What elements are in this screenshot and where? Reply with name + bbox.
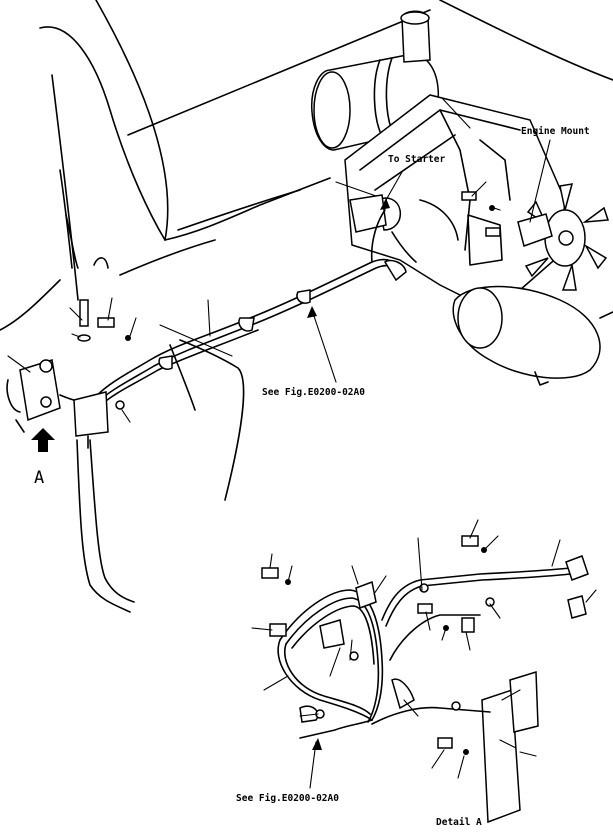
label-engine-mount: Engine Mount [521, 126, 590, 137]
mount-bolts [461, 191, 501, 237]
label-view-a: A [34, 468, 45, 488]
leader-lines-upper [7, 97, 551, 423]
harness-clamps [158, 259, 407, 370]
floor-outline [76, 339, 245, 613]
relay-bracket [6, 299, 131, 449]
view-arrow-a [31, 428, 55, 452]
label-see-fig-lower: See Fig.E0200-02A0 [236, 793, 339, 804]
arrowheads [307, 198, 390, 750]
label-see-fig-upper: See Fig.E0200-02A0 [262, 387, 365, 398]
main-harness [94, 209, 417, 407]
cab-outline [0, 0, 613, 331]
detail-a [251, 519, 597, 824]
label-to-starter: To Starter [388, 154, 446, 165]
engine-assembly [311, 10, 613, 386]
label-detail-a: Detail A [436, 817, 482, 828]
